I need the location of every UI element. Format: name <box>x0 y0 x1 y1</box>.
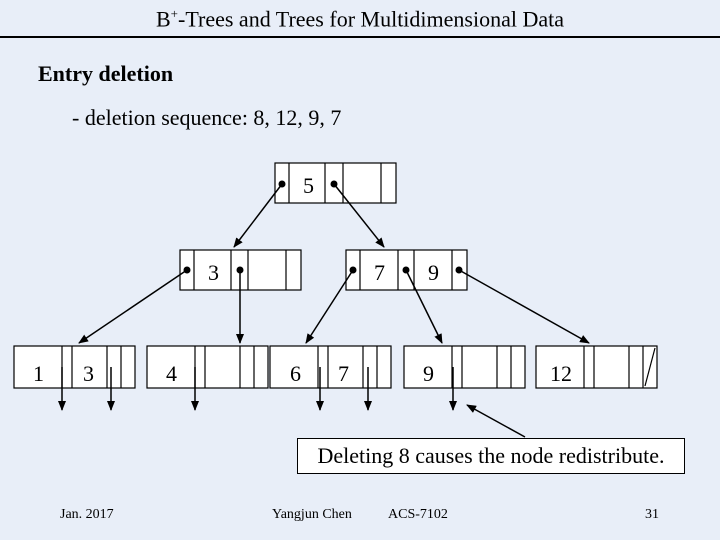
leaf-key-3: 3 <box>83 361 94 386</box>
pointer-arrow <box>305 269 354 344</box>
leaf-node-1 <box>13 345 136 389</box>
pointer-arrow <box>405 269 443 344</box>
footer-date: Jan. 2017 <box>60 507 114 522</box>
leaf-key-4: 4 <box>166 361 177 386</box>
callout-box: Deleting 8 causes the node redistribute. <box>297 438 685 474</box>
leaf-node-4 <box>403 345 526 389</box>
internal-right-key-7: 7 <box>374 260 385 285</box>
leaf-node-2 <box>146 345 269 389</box>
pointer-arrow <box>458 269 590 344</box>
internal-left-key-3: 3 <box>208 260 219 285</box>
slide-title: B+-Trees and Trees for Multidimensional … <box>0 6 720 32</box>
internal-right-key-9: 9 <box>428 260 439 285</box>
leaf-key-7: 7 <box>338 361 349 386</box>
deletion-sequence-text: - deletion sequence: 8, 12, 9, 7 <box>72 105 342 130</box>
footer-course: ACS-7102 <box>388 507 448 522</box>
footer-page-number: 31 <box>645 507 659 522</box>
footer-author: Yangjun Chen <box>272 507 352 522</box>
leaf-node-5 <box>535 345 658 389</box>
leaf-key-6: 6 <box>290 361 301 386</box>
title-bar: B+-Trees and Trees for Multidimensional … <box>0 0 720 38</box>
title-main: B <box>155 6 171 32</box>
leaf-key-1: 1 <box>33 361 44 386</box>
section-heading: Entry deletion <box>38 61 174 86</box>
pointer-arrow <box>233 183 283 248</box>
leaf-key-9: 9 <box>423 361 434 386</box>
pointer-arrow <box>78 269 188 344</box>
pointer-arrow <box>333 183 385 248</box>
title-superscript: + <box>170 6 179 21</box>
callout-pointer-arrow <box>466 404 526 438</box>
leaf-node-3 <box>269 345 392 389</box>
title-rest: -Trees and Trees for Multidimensional Da… <box>178 6 564 32</box>
root-key-5: 5 <box>303 173 314 198</box>
leaf-key-12: 12 <box>550 361 572 386</box>
